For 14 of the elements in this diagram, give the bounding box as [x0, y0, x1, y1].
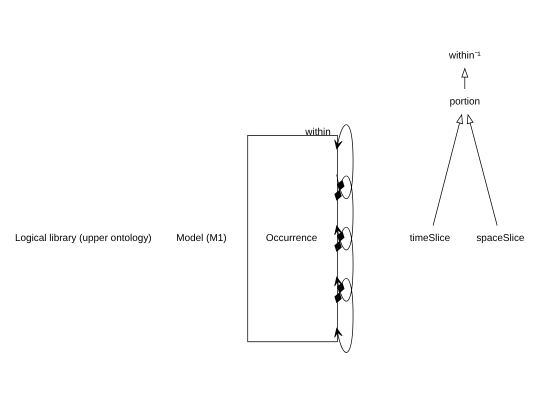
arrow: [334, 278, 354, 353]
label: Model (M1): [176, 233, 227, 244]
arrow: [466, 114, 498, 226]
arrow: [461, 68, 468, 90]
node-text: within⁻¹: [448, 50, 481, 62]
node-box: Occurrence: [247, 135, 338, 342]
arrow: [334, 226, 354, 302]
node-text: spaceSlice: [476, 233, 524, 244]
arrow: [334, 124, 354, 199]
arrow: [432, 114, 463, 226]
label: Logical library (upper ontology): [14, 233, 152, 244]
arrow: [334, 176, 354, 250]
node-text: timeSlice: [410, 233, 450, 244]
node-text: portion: [450, 96, 480, 108]
